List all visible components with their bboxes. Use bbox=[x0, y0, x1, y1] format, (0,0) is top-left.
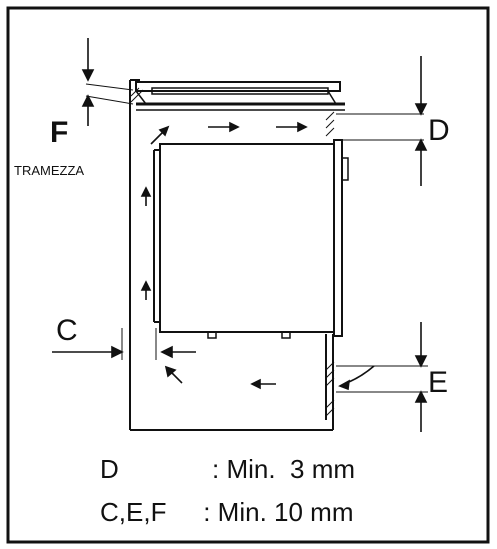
cabinet-enclosure bbox=[129, 79, 334, 431]
dimension-f bbox=[81, 38, 134, 126]
cooktop bbox=[135, 81, 345, 111]
oven-body bbox=[153, 139, 349, 339]
label-c: C bbox=[56, 314, 78, 347]
dimension-d bbox=[336, 56, 428, 186]
dimension-c bbox=[52, 328, 196, 360]
legend-row1-key: D bbox=[100, 454, 119, 484]
legend-row1-value: : Min. 3 mm bbox=[212, 454, 355, 484]
legend-row2-key: C,E,F bbox=[100, 497, 166, 527]
hatching bbox=[130, 87, 335, 417]
label-d: D bbox=[428, 114, 450, 147]
legend: D : Min. 3 mm C,E,F : Min. 10 mm bbox=[100, 454, 355, 527]
label-f: F bbox=[50, 116, 68, 149]
legend-row2-value: : Min. 10 mm bbox=[196, 497, 353, 527]
label-e: E bbox=[428, 366, 448, 399]
airflow-arrows bbox=[140, 121, 375, 391]
label-partition: TRAMEZZA bbox=[14, 163, 84, 178]
outer-frame bbox=[6, 6, 490, 544]
dimension-e bbox=[336, 322, 428, 432]
